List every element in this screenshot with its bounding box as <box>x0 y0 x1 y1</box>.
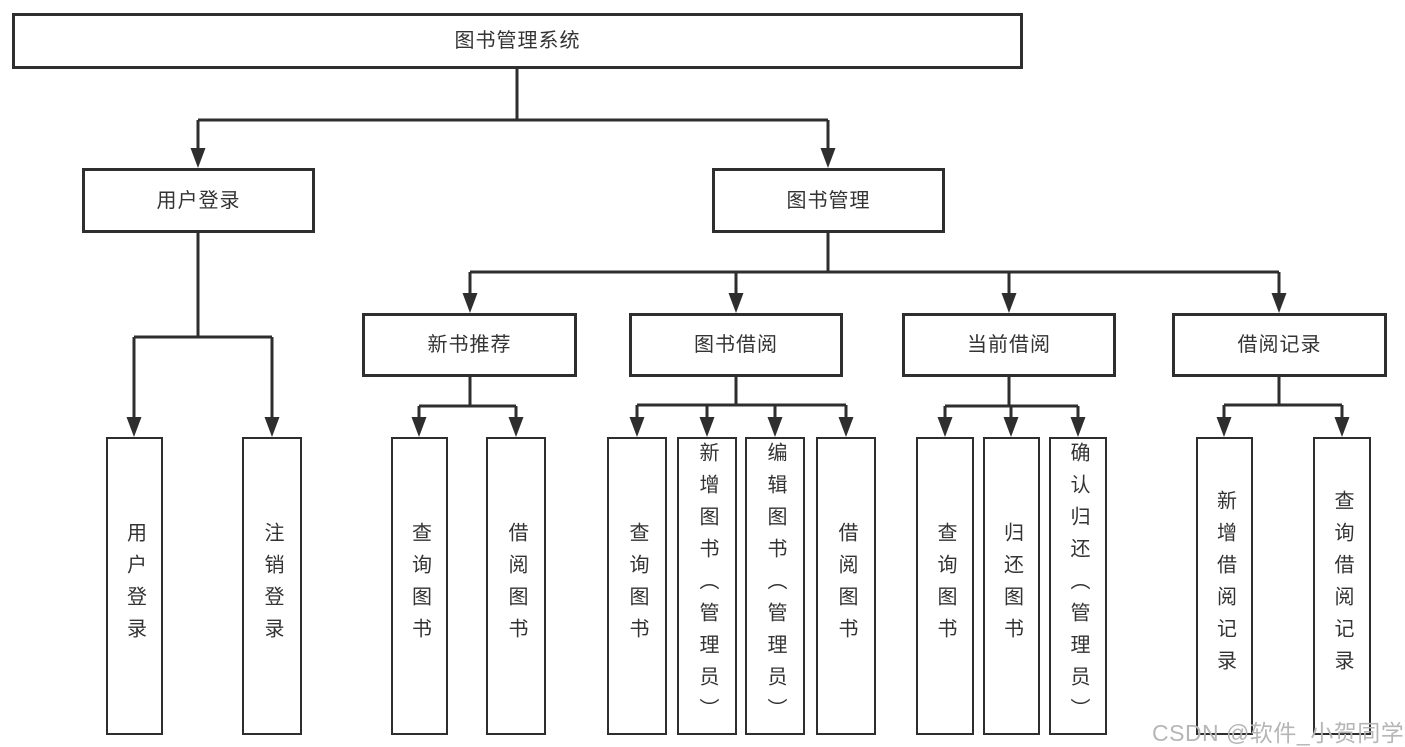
leaf-return-book: 归还图书 <box>983 437 1040 735</box>
node-root-label: 图书管理系统 <box>454 30 581 52</box>
leaf-query-borrow-record: 查询借阅记录 <box>1313 437 1371 735</box>
leaf-add-borrow-record-label: 新增借阅记录 <box>1213 490 1236 682</box>
node-borrow-records-label: 借阅记录 <box>1237 334 1322 356</box>
node-book-borrow: 图书借阅 <box>629 313 843 377</box>
leaf-user-login-label: 用户登录 <box>123 522 146 650</box>
leaf-borrow-books-label: 借阅图书 <box>835 522 857 650</box>
leaf-logout-label: 注销登录 <box>261 522 283 650</box>
node-book-management: 图书管理 <box>712 168 945 233</box>
node-new-book-recommend-label: 新书推荐 <box>427 334 512 356</box>
node-book-borrow-label: 图书借阅 <box>694 334 778 356</box>
leaf-query-books-recommend: 查询图书 <box>391 437 448 735</box>
leaf-query-books-recommend-label: 查询图书 <box>408 522 431 650</box>
node-user-login: 用户登录 <box>82 168 315 233</box>
leaf-return-book-label: 归还图书 <box>1000 522 1023 650</box>
leaf-borrow-books-recommend: 借阅图书 <box>486 437 546 735</box>
leaf-query-books-current-label: 查询图书 <box>934 522 956 650</box>
leaf-add-borrow-record: 新增借阅记录 <box>1196 437 1253 735</box>
leaf-add-book-admin: 新增图书（管理员） <box>677 437 737 735</box>
node-current-borrow-label: 当前借阅 <box>967 334 1051 356</box>
leaf-add-book-admin-label: 新增图书（管理员） <box>696 442 718 730</box>
node-root: 图书管理系统 <box>12 13 1023 69</box>
watermark: CSDN @软件_小贺同学 <box>1152 720 1405 746</box>
node-user-login-label: 用户登录 <box>156 189 241 212</box>
leaf-borrow-books: 借阅图书 <box>816 437 876 735</box>
leaf-query-borrow-record-label: 查询借阅记录 <box>1331 490 1353 682</box>
leaf-confirm-return-admin-label: 确认归还（管理员） <box>1067 442 1089 730</box>
leaf-borrow-books-recommend-label: 借阅图书 <box>505 522 527 650</box>
leaf-edit-book-admin-label: 编辑图书（管理员） <box>764 442 786 730</box>
leaf-confirm-return-admin: 确认归还（管理员） <box>1049 437 1107 735</box>
leaf-query-books-current: 查询图书 <box>916 437 974 735</box>
leaf-query-books-borrow: 查询图书 <box>607 437 667 735</box>
node-book-management-label: 图书管理 <box>786 189 871 212</box>
leaf-query-books-borrow-label: 查询图书 <box>626 522 648 650</box>
node-current-borrow: 当前借阅 <box>902 313 1116 377</box>
leaf-logout: 注销登录 <box>242 437 302 735</box>
node-borrow-records: 借阅记录 <box>1172 313 1387 377</box>
leaf-user-login: 用户登录 <box>106 437 163 735</box>
node-new-book-recommend: 新书推荐 <box>362 313 577 377</box>
leaf-edit-book-admin: 编辑图书（管理员） <box>745 437 805 735</box>
